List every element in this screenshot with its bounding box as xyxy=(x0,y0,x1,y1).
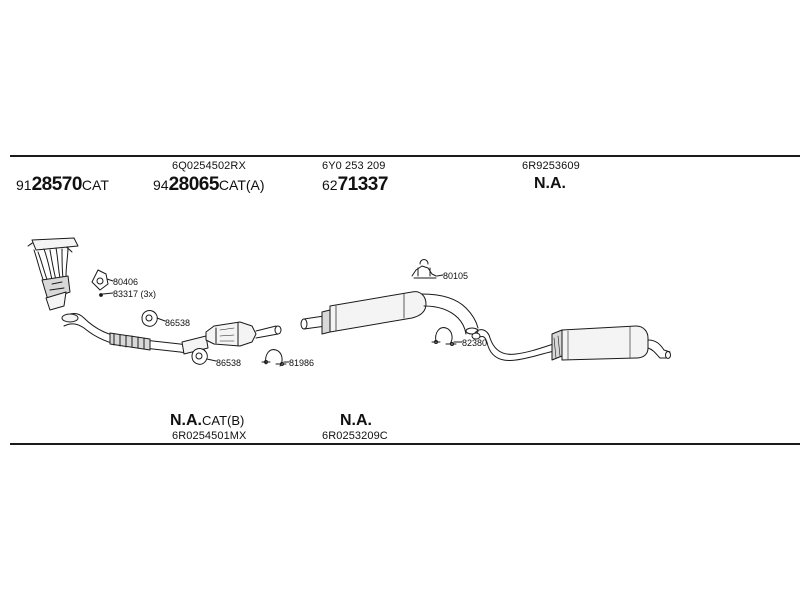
flange-86538-upper xyxy=(141,310,158,327)
rear-silencer xyxy=(471,325,671,361)
oem-code-middle-pipe: 6R0253209C xyxy=(322,430,388,442)
oem-code-catalyst: 6Q0254502RX xyxy=(172,160,246,172)
part-label-flange-lower: 86538 xyxy=(216,358,242,368)
front-pipe xyxy=(61,313,209,355)
part-label-clamp-rear: 82380 xyxy=(462,338,488,348)
top-divider xyxy=(10,155,800,157)
part-label-flange-upper: 86538 xyxy=(165,318,191,328)
flange-86538-lower xyxy=(191,348,208,365)
part-number-catalyst: 9428065CAT(A) xyxy=(153,174,265,195)
clamp-82380 xyxy=(431,327,463,346)
bottom-divider xyxy=(10,443,800,445)
gasket-80406 xyxy=(91,269,109,291)
oem-code-middle-silencer: 6Y0 253 209 xyxy=(322,160,386,172)
catalyst-b-na: N.A.CAT(B) xyxy=(170,412,245,429)
oem-code-rear-silencer: 6R9253609 xyxy=(522,160,580,172)
part-number-manifold: 9128570CAT xyxy=(16,174,109,195)
catalytic-converter xyxy=(205,321,282,347)
middle-pipe-na: N.A. xyxy=(340,412,372,429)
clamp-81986 xyxy=(261,349,290,367)
exhaust-manifold xyxy=(27,237,79,311)
part-label-bolts: 83317 (3x) xyxy=(113,289,157,299)
part-label-gasket: 80406 xyxy=(113,277,139,287)
part-label-clamp-mid: 81986 xyxy=(289,358,315,368)
part-number-middle-silencer: 6271337 xyxy=(322,174,388,195)
bolts-83317 xyxy=(99,292,114,297)
hanger-80105 xyxy=(411,259,444,279)
oem-code-catalyst-b: 6R0254501MX xyxy=(172,430,247,442)
middle-silencer xyxy=(300,291,479,335)
rear-silencer-na: N.A. xyxy=(534,175,566,192)
part-label-hanger-top: 80105 xyxy=(443,271,469,281)
